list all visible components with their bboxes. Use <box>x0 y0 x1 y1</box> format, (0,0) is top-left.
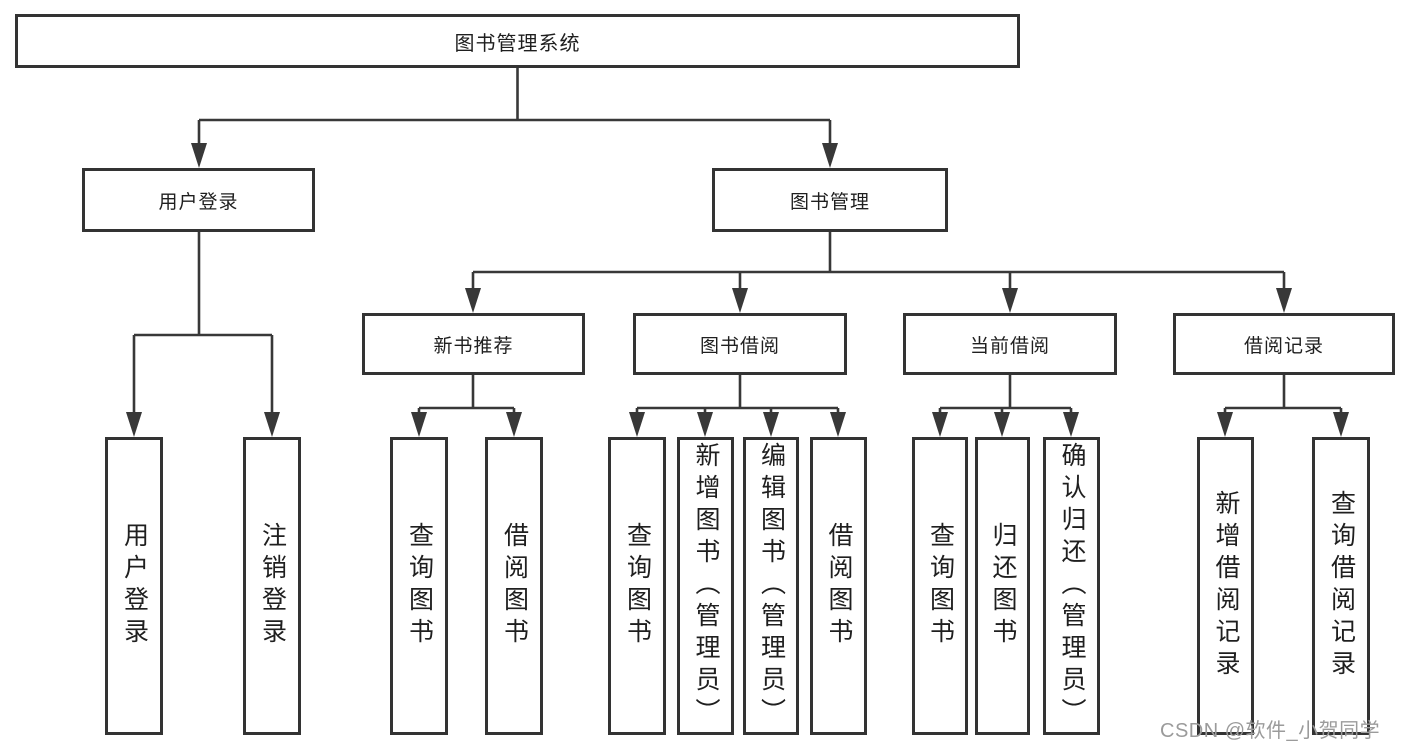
leaf-current-query-books: 查询图书 <box>912 437 968 735</box>
node-label: 借阅图书 <box>825 522 853 650</box>
arrowhead <box>822 143 838 168</box>
arrowhead <box>126 412 142 437</box>
node-label: 图书管理 <box>789 191 870 213</box>
node-label: 用户登录 <box>158 191 239 213</box>
arrowhead <box>506 412 522 437</box>
node-label: 图书管理系统 <box>454 32 581 55</box>
node-current-borrow: 当前借阅 <box>903 313 1117 375</box>
node-library-management-system: 图书管理系统 <box>15 14 1020 68</box>
arrowhead <box>191 143 207 168</box>
arrowhead <box>465 288 481 313</box>
leaf-records-add-record: 新增借阅记录 <box>1197 437 1254 735</box>
leaf-borrow-add-books-admin: 新增图书（管理员） <box>677 437 734 735</box>
node-label: 图书借阅 <box>699 335 780 357</box>
node-label: 新书推荐 <box>433 335 514 357</box>
leaf-current-return-books: 归还图书 <box>975 437 1030 735</box>
node-label: 当前借阅 <box>969 335 1050 357</box>
node-label: 新增借阅记录 <box>1212 490 1240 682</box>
node-borrow-records: 借阅记录 <box>1173 313 1395 375</box>
leaf-logout: 注销登录 <box>243 437 301 735</box>
leaf-newrec-borrow-books: 借阅图书 <box>485 437 543 735</box>
node-label: 查询图书 <box>405 522 434 650</box>
arrowhead <box>763 412 779 437</box>
node-label: 编辑图书（管理员） <box>757 442 786 730</box>
node-label: 确认归还（管理员） <box>1058 442 1086 730</box>
node-new-book-recommend: 新书推荐 <box>362 313 585 375</box>
node-book-management: 图书管理 <box>712 168 948 232</box>
arrowhead <box>732 288 748 313</box>
arrowhead <box>994 412 1010 437</box>
arrowhead <box>264 412 280 437</box>
node-label: 新增图书（管理员） <box>692 442 720 730</box>
arrowhead <box>932 412 948 437</box>
arrowhead <box>830 412 846 437</box>
arrowhead <box>1217 412 1233 437</box>
csdn-watermark: CSDN @软件_小贺同学 <box>1160 720 1381 742</box>
node-label: 借阅记录 <box>1243 335 1324 357</box>
leaf-current-confirm-return-admin: 确认归还（管理员） <box>1043 437 1100 735</box>
leaf-borrow-edit-books-admin: 编辑图书（管理员） <box>743 437 799 735</box>
leaf-user-login: 用户登录 <box>105 437 163 735</box>
arrowhead <box>1333 412 1349 437</box>
node-label: 查询图书 <box>926 522 955 650</box>
arrowhead <box>411 412 427 437</box>
node-label: 用户登录 <box>120 522 149 650</box>
leaf-borrow-borrow-books: 借阅图书 <box>810 437 867 735</box>
leaf-records-query-record: 查询借阅记录 <box>1312 437 1370 735</box>
arrowhead <box>629 412 645 437</box>
node-label: 归还图书 <box>989 522 1017 650</box>
leaf-newrec-query-books: 查询图书 <box>390 437 448 735</box>
node-label: 查询图书 <box>623 522 652 650</box>
node-label: 注销登录 <box>258 522 287 650</box>
leaf-borrow-query-books: 查询图书 <box>608 437 666 735</box>
arrowhead <box>1063 412 1079 437</box>
arrowhead <box>697 412 713 437</box>
node-book-borrow: 图书借阅 <box>633 313 847 375</box>
node-user-login: 用户登录 <box>82 168 315 232</box>
node-label: 借阅图书 <box>500 522 529 650</box>
arrowhead <box>1276 288 1292 313</box>
node-label: 查询借阅记录 <box>1327 490 1356 682</box>
arrowhead <box>1002 288 1018 313</box>
